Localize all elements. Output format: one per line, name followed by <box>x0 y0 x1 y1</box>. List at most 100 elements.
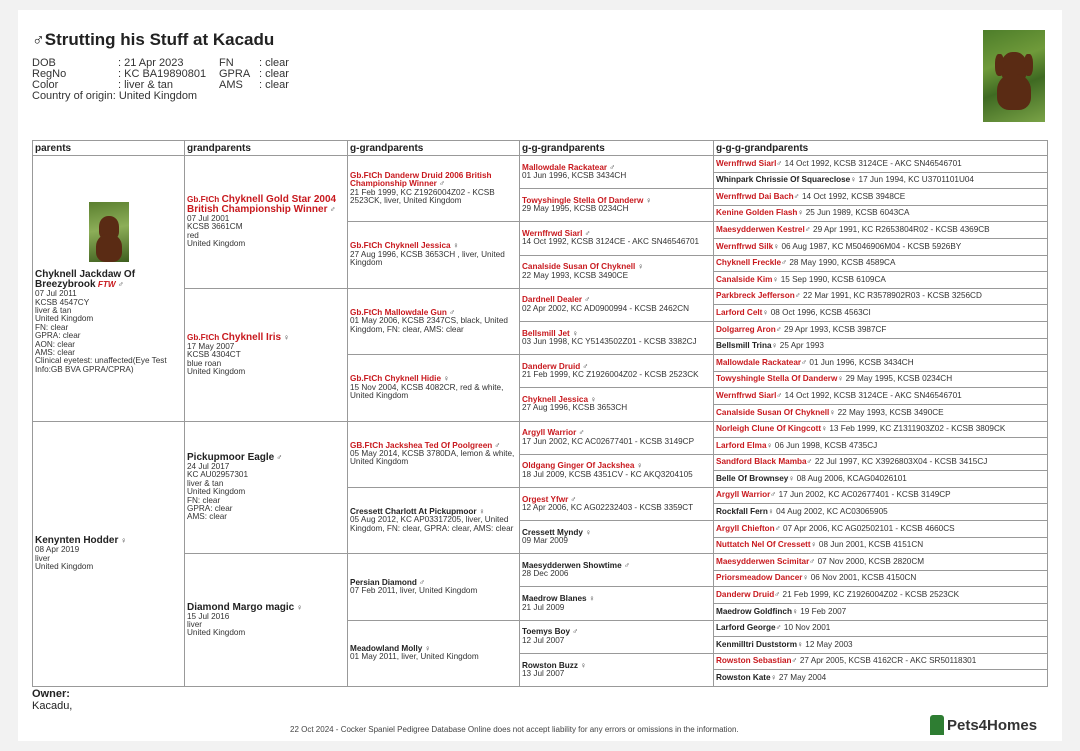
dog-name[interactable]: Larford George <box>716 623 776 633</box>
dog-name: Chyknell Jackdaw Of Breezybrook <box>35 269 136 291</box>
entry-name[interactable]: Orgest Yfwr ♂ <box>522 495 711 504</box>
dog-name[interactable]: Canalside Susan Of Chyknell <box>716 407 830 417</box>
sex-symbol: ♂ <box>776 390 783 400</box>
entry-info: 29 Apr 1991, KC R2653804R02 - KCSB 4369C… <box>813 224 990 234</box>
entry-info: 06 Nov 2001, KCSB 4150CN <box>810 573 917 583</box>
entry-name[interactable]: Argyll Warrior ♂ <box>522 428 711 438</box>
g-g-g-grandparent-cell: Dolgarreg Aron♂ 29 Apr 1993, KCSB 3987CF <box>713 320 1048 339</box>
pedigree-page: ♂Strutting his Stuff at Kacadu DOB: 21 A… <box>18 10 1062 741</box>
entry-name[interactable]: Cressett Charlott At Pickupmoor ♀ <box>350 506 517 516</box>
dog-name: Maedrow Blanes <box>522 594 587 604</box>
dog-name[interactable]: Parkbreck Jefferson <box>716 291 795 301</box>
dog-name[interactable]: Argyll Warrior <box>716 490 771 500</box>
entry-name[interactable]: Towyshingle Stella Of Danderw ♀ <box>522 196 711 205</box>
entry-name[interactable]: Pickupmoor Eagle ♂ <box>187 452 345 463</box>
dog-name[interactable]: Chyknell Freckle <box>716 258 782 268</box>
sex-symbol: ♂ <box>578 428 585 438</box>
dog-name[interactable]: Rowston Kate <box>716 673 771 682</box>
entry-name[interactable]: Diamond Margo magic ♀ <box>187 602 345 613</box>
g-g-g-grandparent-cell: Belle Of Brownsey♀ 08 Aug 2006, KCAG0402… <box>713 470 1048 488</box>
dog-name[interactable]: Danderw Druid <box>716 590 775 600</box>
entry-name[interactable]: Toemys Boy ♂ <box>522 628 711 636</box>
title-prefix: Gb.FtCh <box>350 241 383 251</box>
dog-name[interactable]: Larford Celt <box>716 307 763 317</box>
entry-name[interactable]: Chyknell Jackdaw Of Breezybrook FTW ♂ <box>35 270 182 290</box>
dog-name[interactable]: Mallowdale Rackatear <box>716 357 802 367</box>
dog-name[interactable]: Towyshingle Stella Of Danderw <box>716 374 838 384</box>
dog-name[interactable]: Whinpark Chrissie Of Squareclose <box>716 175 851 185</box>
fn-label: FN <box>219 57 234 69</box>
entry-name[interactable]: Chyknell Jessica ♀ <box>522 395 711 404</box>
dog-name: Oldgang Ginger Of Jackshea <box>522 461 635 471</box>
pets4homes-logo[interactable]: Pets4Homes <box>930 715 1037 735</box>
entry-name[interactable]: Gb.FtCh Chyknell Gold Star 2004 British … <box>187 195 345 215</box>
g-g-g-grandparent-cell: Rowston Kate♀ 27 May 2004 <box>713 669 1048 687</box>
dog-name[interactable]: Nuttatch Nel Of Cressett <box>716 540 811 550</box>
entry-name[interactable]: Bellsmill Jet ♀ <box>522 328 711 338</box>
dog-name[interactable]: Wernffrwd Dai Bach <box>716 191 794 201</box>
entry-name[interactable]: Rowston Buzz ♀ <box>522 661 711 670</box>
entry-info: 07 Feb 2011, liver, United Kingdom <box>350 585 478 595</box>
dog-name[interactable]: Sandford Black Mamba <box>716 457 807 467</box>
dog-name[interactable]: Argyll Chiefton <box>716 523 775 533</box>
dog-name[interactable]: Bellsmill Trina <box>716 341 772 351</box>
entry-name[interactable]: Mallowdale Rackatear ♂ <box>522 163 711 172</box>
dog-name[interactable]: Maedrow Goldfinch <box>716 606 792 616</box>
entry-info: 21 Feb 1999, KC Z1926004Z02 - KCSB 2523C… <box>782 590 960 600</box>
g-g-g-grandparent-cell: Whinpark Chrissie Of Squareclose♀ 17 Jun… <box>713 171 1048 190</box>
g-g-g-grandparent-cell: Maesydderwen Kestrel♂ 29 Apr 1991, KC R2… <box>713 221 1048 239</box>
dog-name: Cressett Charlott At Pickupmoor <box>350 506 477 516</box>
entry-name[interactable]: Gb.FtCh Chyknell Jessica ♀ <box>350 242 517 250</box>
entry-name[interactable]: GB.FtCh Jackshea Ted Of Poolgreen ♂ <box>350 441 517 450</box>
dog-name[interactable]: Wernffrwd Silk <box>716 241 774 251</box>
entry-name[interactable]: Meadowland Molly ♀ <box>350 644 517 653</box>
entry-name[interactable]: Canalside Susan Of Chyknell ♀ <box>522 263 711 271</box>
sex-symbol: ♂ <box>775 623 782 633</box>
dog-name[interactable]: Rockfall Fern <box>716 507 768 517</box>
entry-info: 14 Oct 1992, KCSB 3124CE - AKC SN4654670… <box>784 390 962 400</box>
entry-name[interactable]: Maesydderwen Showtime ♂ <box>522 561 711 570</box>
sex-symbol: ♀ <box>588 594 595 604</box>
entry-name[interactable]: Persian Diamond ♂ <box>350 578 517 587</box>
entry-info: 29 Apr 1993, KCSB 3987CF <box>784 324 887 334</box>
dog-name[interactable]: Rowston Sebastian <box>716 656 792 666</box>
entry-name[interactable]: Gb.FtCh Chyknell Iris ♀ <box>187 332 345 343</box>
entry-name[interactable]: Danderw Druid ♂ <box>522 362 711 371</box>
entry-name[interactable]: Wernffrwd Siarl ♂ <box>522 229 711 238</box>
entry-name[interactable]: Gb.FtCh Chyknell Hidie ♀ <box>350 375 517 383</box>
g-g-g-grandparent-cell: Larford Elma♀ 06 Jun 1998, KCSB 4735CJ <box>713 437 1048 455</box>
dog-name[interactable]: Kenmilltri Duststorm <box>716 639 797 649</box>
entry-info: 21 Jul 2009 <box>522 602 565 612</box>
g-g-grandparent-cell: Maesydderwen Showtime ♂28 Dec 2006 <box>519 553 714 588</box>
dog-name[interactable]: Dolgarreg Aron <box>716 324 776 334</box>
dog-name[interactable]: Maesydderwen Scimitar <box>716 556 810 566</box>
dog-name[interactable]: Priorsmeadow Dancer <box>716 573 803 583</box>
dog-name[interactable]: Wernffrwd Siarl <box>716 390 777 400</box>
dog-name[interactable]: Kenine Golden Flash <box>716 208 798 218</box>
dog-name[interactable]: Larford Elma <box>716 440 767 450</box>
g-g-grandparent-cell: Argyll Warrior ♂17 Jun 2002, KC AC026774… <box>519 420 714 455</box>
sex-symbol: ♀ <box>572 328 579 338</box>
entry-name[interactable]: Maedrow Blanes ♀ <box>522 594 711 604</box>
sex-symbol: ♀ <box>810 540 817 550</box>
entry-name[interactable]: Dardnell Dealer ♂ <box>522 296 711 304</box>
entry-name[interactable]: Gb.FtCh Danderw Druid 2006 British Champ… <box>350 171 517 189</box>
pedigree-row: Belle Of Brownsey♀ 08 Aug 2006, KCAG0402… <box>33 470 1048 488</box>
entry-info: 27 May 2004 <box>778 673 827 682</box>
entry-name[interactable]: Oldgang Ginger Of Jackshea ♀ <box>522 462 711 470</box>
entry-name[interactable]: Cressett Myndy ♀ <box>522 528 711 537</box>
dog-name[interactable]: Norleigh Clune Of Kingcott <box>716 424 822 434</box>
entry-name[interactable]: Kenynten Hodder ♀ <box>35 536 182 546</box>
dog-name[interactable]: Canalside Kim <box>716 274 773 284</box>
entry-info: 01 May 2006, KCSB 2347CS, black, United … <box>350 316 508 334</box>
entry-name[interactable]: Gb.FtCh Mallowdale Gun ♂ <box>350 308 517 317</box>
dog-name[interactable]: Wernffrwd Siarl <box>716 158 777 168</box>
pedigree-row: Bellsmill Jet ♀03 Jun 1998, KC Y5143502Z… <box>33 320 1048 356</box>
dog-name[interactable]: Belle Of Brownsey <box>716 473 789 483</box>
entry-info: 08 Apr 2019 liver United Kingdom <box>35 545 94 571</box>
dog-name: Bellsmill Jet <box>522 328 570 338</box>
entry-info: 05 May 2014, KCSB 3780DA, lemon & white,… <box>350 448 515 467</box>
dog-name[interactable]: Maesydderwen Kestrel <box>716 224 805 234</box>
g-grandparent-cell: Gb.FtCh Chyknell Hidie ♀15 Nov 2004, KCS… <box>347 354 520 422</box>
